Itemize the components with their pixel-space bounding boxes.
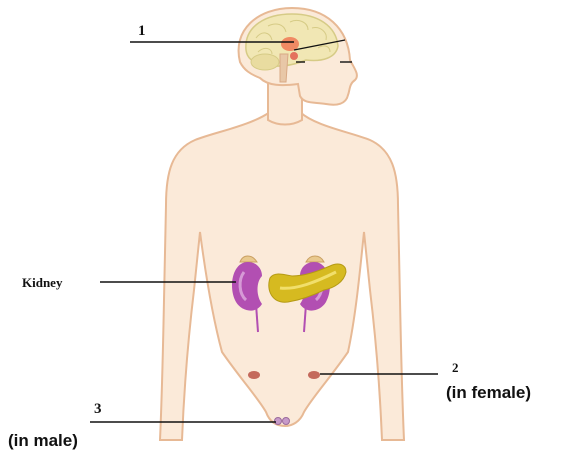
testis-left [283,418,290,425]
label-2-note: (in female) [446,384,531,401]
neck [268,80,302,125]
label-1: 1 [138,24,146,39]
cerebellum [251,54,279,70]
label-3: 3 [94,402,102,417]
ovary-left [308,371,320,379]
ovary-right [248,371,260,379]
pituitary-gland [290,52,298,60]
label-3-note: (in male) [8,432,78,449]
brain-stem [280,54,288,82]
testis-right [275,418,282,425]
label-kidney: Kidney [22,276,62,289]
label-2: 2 [452,361,459,374]
body-silhouette [160,8,404,440]
